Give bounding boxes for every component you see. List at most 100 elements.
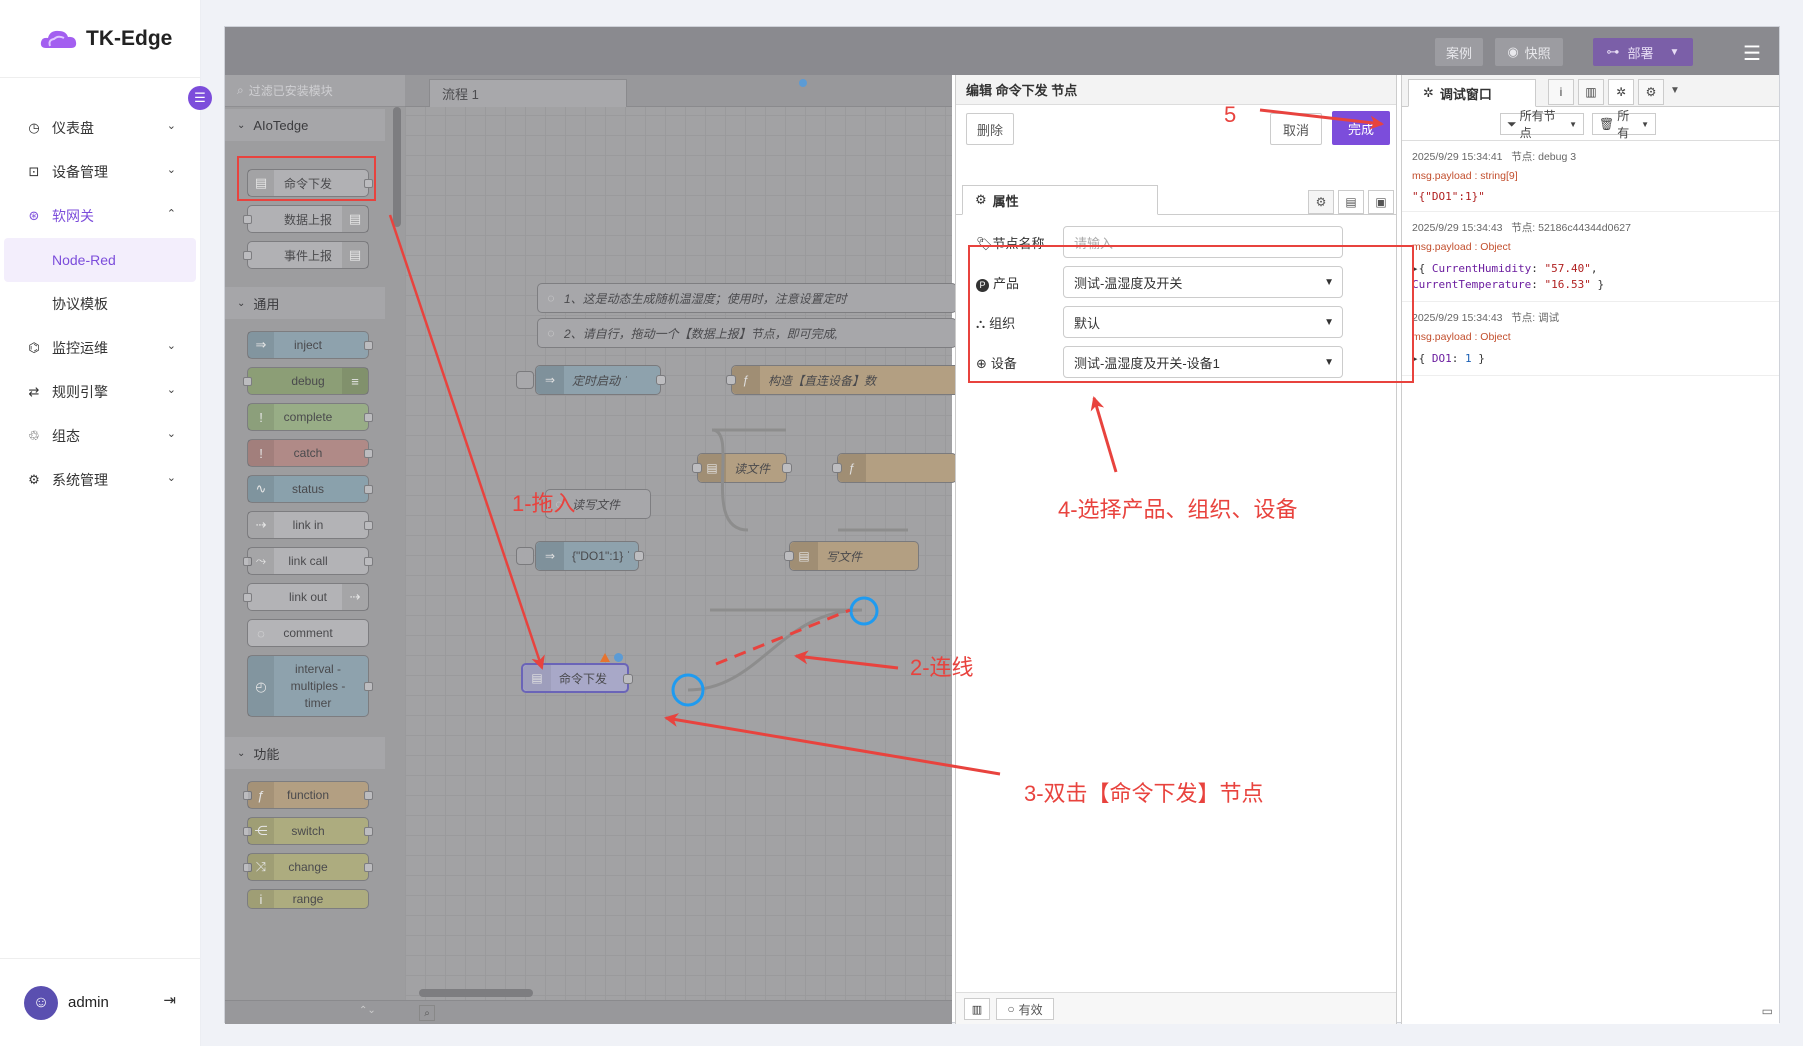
nav-item-configuration[interactable]: ♲ 组态 ⌄ bbox=[0, 414, 200, 458]
nav-item-dashboard[interactable]: ◷ 仪表盘 ⌄ bbox=[0, 106, 200, 150]
monitor-icon[interactable]: ▭ bbox=[1761, 1004, 1773, 1018]
palette-node-link-out[interactable]: link out ⇢ bbox=[243, 583, 369, 611]
node-appearance-button[interactable]: ▣ bbox=[1368, 190, 1394, 214]
flow-node-build-direct-device[interactable]: ƒ 构造【直连设备】数 bbox=[726, 365, 971, 395]
comment-node-2[interactable]: ◌ 2、请自行，拖动一个【数据上报】节点，即可完成, bbox=[537, 318, 957, 348]
flow-node-timer[interactable]: ⇒ 定时启动 ˈ bbox=[516, 365, 666, 395]
caret-down-icon[interactable]: ▼ bbox=[1670, 85, 1680, 96]
palette-node-label: status bbox=[291, 482, 324, 496]
palette-node-switch[interactable]: ⋲ switch bbox=[243, 817, 373, 845]
snapshot-button[interactable]: ◉ 快照 bbox=[1495, 38, 1563, 66]
palette-node-complete[interactable]: ! complete bbox=[247, 403, 373, 431]
main-menu-icon[interactable]: ☰ bbox=[1743, 43, 1761, 65]
book-icon[interactable]: ▥ bbox=[964, 998, 990, 1020]
nav-item-system-management[interactable]: ⚙ 系统管理 ⌄ bbox=[0, 458, 200, 502]
palette-node-command[interactable]: ▤ 命令下发 bbox=[247, 169, 373, 197]
output-port[interactable] bbox=[623, 674, 633, 684]
nav-item-monitoring[interactable]: ⌬ 监控运维 ⌄ bbox=[0, 326, 200, 370]
examples-button[interactable]: 案例 bbox=[1435, 38, 1483, 66]
palette-node-status[interactable]: ∿ status bbox=[247, 475, 373, 503]
debug-message[interactable]: 2025/9/29 15:34:43 节点: 52186c44344d0627 … bbox=[1402, 212, 1779, 302]
tab-debug[interactable]: ✲ 调试窗口 bbox=[1408, 79, 1536, 107]
book-icon[interactable]: ▥ bbox=[1578, 79, 1604, 105]
nav-subitem-protocol-template[interactable]: 协议模板 bbox=[52, 296, 108, 312]
flow-node-write-file[interactable]: ▤ 写文件 bbox=[784, 541, 919, 571]
comment-icon: ◌ bbox=[547, 326, 555, 340]
sidebar-collapse-button[interactable]: ☰ bbox=[188, 86, 212, 110]
product-select[interactable]: 测试-温湿度及开关▼ bbox=[1063, 266, 1343, 298]
search-icon[interactable]: ⌕ bbox=[419, 1005, 435, 1021]
palette-node-function[interactable]: ƒ function bbox=[243, 781, 373, 809]
palette-node-inject[interactable]: ⇒ inject bbox=[247, 331, 373, 359]
bug-icon[interactable]: ✲ bbox=[1608, 79, 1634, 105]
flow-workspace[interactable]: 流程 1 ◌ 1、这是动态生成随机温湿度；使用时，注意设置定时 ◌ 2、请自行，… bbox=[405, 75, 971, 1024]
nav-subitem-node-red[interactable]: Node-Red bbox=[4, 238, 196, 282]
nav-item-device-management[interactable]: ⊡ 设备管理 ⌄ bbox=[0, 150, 200, 194]
comment-text: 2、请自行，拖动一个【数据上报】节点，即可完成, bbox=[564, 326, 839, 341]
palette-node-comment[interactable]: ◌ comment bbox=[247, 619, 369, 647]
output-port[interactable] bbox=[634, 551, 644, 561]
deploy-icon: ⊶ bbox=[1606, 44, 1620, 59]
flow-node-command-issue[interactable]: ▤ 命令下发 bbox=[521, 663, 633, 693]
deploy-button[interactable]: ⊶ 部署 ▼ bbox=[1593, 38, 1693, 66]
avatar[interactable]: ☺ bbox=[24, 985, 58, 1020]
debug-filter-all[interactable]: 🗑所有▼ bbox=[1592, 109, 1656, 140]
debug-filter-nodes[interactable]: ⏷所有节点▼ bbox=[1500, 109, 1584, 140]
collapse-all-icon[interactable]: ⌃⌄ bbox=[359, 1005, 376, 1016]
palette-node-link-call[interactable]: ⤳ link call bbox=[243, 547, 373, 575]
output-port[interactable] bbox=[782, 463, 792, 473]
flow-node-function-2[interactable]: ƒ bbox=[832, 453, 957, 483]
inject-trigger-button[interactable] bbox=[516, 371, 534, 389]
debug-message[interactable]: 2025/9/29 15:34:43 节点: 调试 msg.payload : … bbox=[1402, 302, 1779, 376]
palette-search-input[interactable]: ⌕ 过滤已安装模块 bbox=[225, 75, 405, 107]
category-label: 通用 bbox=[253, 296, 280, 312]
palette-scrollbar[interactable] bbox=[393, 107, 401, 227]
input-port[interactable] bbox=[832, 463, 842, 473]
cancel-button[interactable]: 取消 bbox=[1270, 113, 1322, 145]
node-name-input[interactable]: 请输入 bbox=[1063, 226, 1343, 258]
node-settings-button[interactable]: ⚙ bbox=[1308, 190, 1334, 214]
logout-icon[interactable]: ⇥ bbox=[163, 992, 176, 1009]
flow-node-inject-do1[interactable]: ⇒ {"DO1":1} ˈ bbox=[516, 541, 644, 571]
comment-node-read-write-file[interactable]: ◌ 读写文件 bbox=[545, 489, 651, 519]
palette-category-function[interactable]: ⌄功能 bbox=[225, 737, 385, 769]
palette-node-change[interactable]: ⤨ change bbox=[243, 853, 373, 881]
input-port[interactable] bbox=[692, 463, 702, 473]
debug-object[interactable]: ▸{ DO1: 1 } bbox=[1412, 352, 1485, 365]
info-icon[interactable]: i bbox=[1548, 79, 1574, 105]
debug-object[interactable]: ▸{ CurrentHumidity: "57.40", CurrentTemp… bbox=[1412, 262, 1605, 291]
palette-node-interval[interactable]: ◴ interval - multiples - timer bbox=[247, 655, 373, 717]
tab-flow-1[interactable]: 流程 1 bbox=[429, 79, 627, 107]
done-button[interactable]: 完成 bbox=[1332, 111, 1390, 145]
palette-node-link-in[interactable]: ⇢ link in bbox=[247, 511, 373, 539]
delete-button[interactable]: 删除 bbox=[966, 113, 1014, 145]
palette-node-event-report[interactable]: 事件上报 ▤ bbox=[243, 241, 369, 269]
node-name-label: 🏷节点名称 bbox=[976, 233, 1066, 252]
palette-category-aiotedge[interactable]: ⌄AIoTedge bbox=[225, 109, 385, 141]
input-port[interactable] bbox=[726, 375, 736, 385]
palette-node-range[interactable]: i range bbox=[247, 889, 369, 909]
flow-node-read-file[interactable]: ▤ 读文件 bbox=[692, 453, 792, 483]
node-description-button[interactable]: ▤ bbox=[1338, 190, 1364, 214]
comment-node-1[interactable]: ◌ 1、这是动态生成随机温湿度；使用时，注意设置定时 bbox=[537, 283, 957, 313]
palette-node-debug[interactable]: debug ≡ bbox=[243, 367, 369, 395]
workspace-hscrollbar[interactable] bbox=[419, 989, 533, 997]
organization-select[interactable]: 默认▼ bbox=[1063, 306, 1343, 338]
palette-node-catch[interactable]: ! catch bbox=[247, 439, 373, 467]
device-select[interactable]: 测试-温湿度及开关-设备1▼ bbox=[1063, 346, 1343, 378]
input-port[interactable] bbox=[784, 551, 794, 561]
gear-icon[interactable]: ⚙ bbox=[1638, 79, 1664, 105]
tab-properties[interactable]: ⚙ 属性 bbox=[962, 185, 1158, 215]
nav-item-rule-engine[interactable]: ⇄ 规则引擎 ⌄ bbox=[0, 370, 200, 414]
node-red-header: 案例 ◉ 快照 ⊶ 部署 ▼ ☰ bbox=[225, 27, 1779, 75]
debug-message[interactable]: 2025/9/29 15:34:41 节点: debug 3 msg.paylo… bbox=[1402, 141, 1779, 212]
node-enabled-toggle[interactable]: ○有效 bbox=[996, 998, 1054, 1020]
palette-category-common[interactable]: ⌄通用 bbox=[225, 287, 385, 319]
output-port[interactable] bbox=[656, 375, 666, 385]
palette-node-data-report[interactable]: 数据上报 ▤ bbox=[243, 205, 369, 233]
inject-trigger-button[interactable] bbox=[516, 547, 534, 565]
nav-item-soft-gateway[interactable]: ⊛ 软网关 ⌃ bbox=[0, 194, 200, 238]
settings-icon: ⚙ bbox=[28, 472, 40, 487]
user-name: admin bbox=[68, 994, 109, 1011]
